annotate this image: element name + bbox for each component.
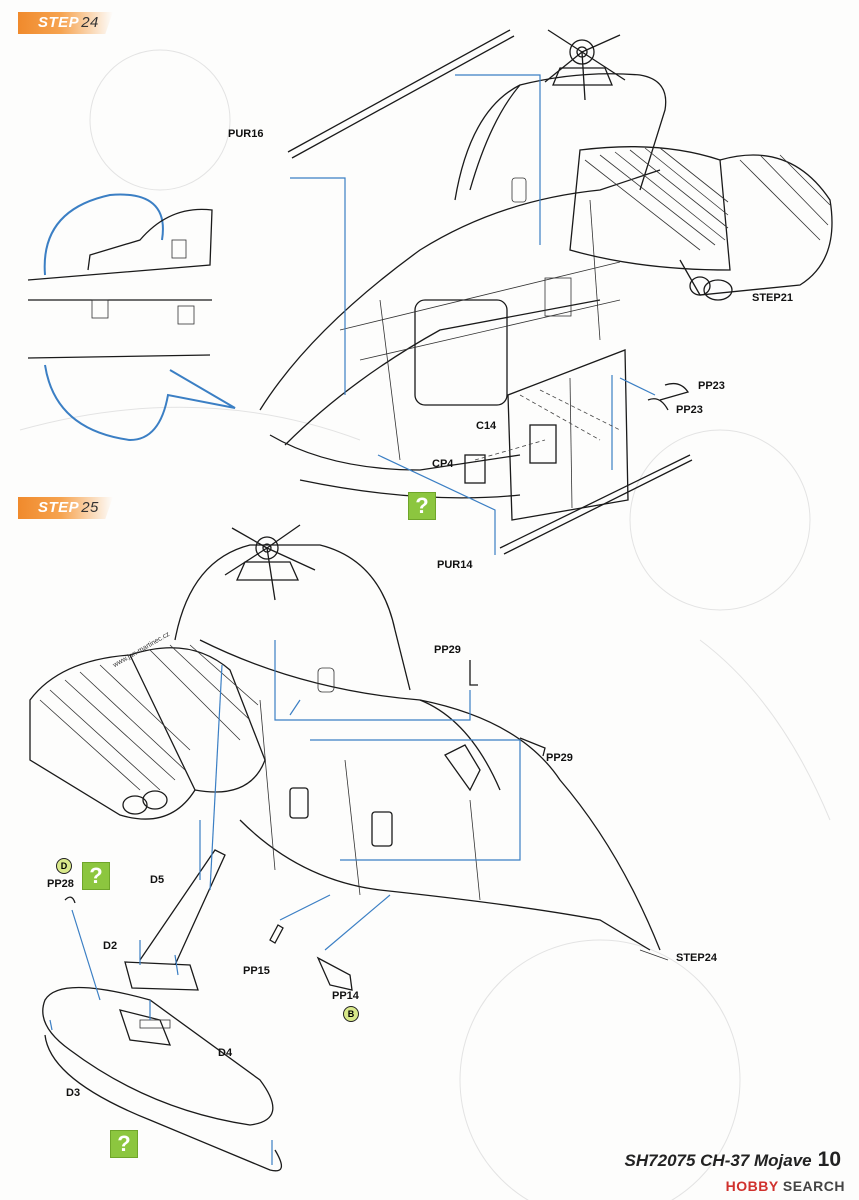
help-icon-pp28[interactable]: ? — [82, 862, 110, 890]
page-footer: SH72075 CH-37 Mojave 10 — [625, 1148, 841, 1172]
label-d3: D3 — [66, 1087, 81, 1099]
site-watermark-suffix: SEARCH — [782, 1178, 845, 1194]
step25-arrows — [49, 640, 669, 1165]
step25-rotor-hub — [224, 524, 316, 601]
step25-fuselage — [174, 544, 661, 951]
step24-number: 24 — [81, 14, 99, 31]
label-pp23-b: PP23 — [676, 404, 703, 416]
step24-door-panel — [464, 349, 629, 521]
help-icon-step24[interactable]: ? — [408, 492, 436, 520]
label-c14: C14 — [476, 420, 497, 432]
footer-title: SH72075 CH-37 Mojave — [624, 1151, 812, 1170]
label-d2: D2 — [103, 940, 118, 952]
site-watermark: HOBBY SEARCH — [726, 1178, 845, 1194]
step24-detail-callout — [27, 193, 236, 442]
step24-rods — [287, 29, 693, 555]
label-pp29-b: PP29 — [546, 752, 573, 764]
site-watermark-brand: HOBBY — [725, 1178, 779, 1194]
label-d5: D5 — [150, 874, 165, 886]
label-pp23-a: PP23 — [698, 380, 725, 392]
label-pp15: PP15 — [243, 965, 270, 977]
step24-rotor-hub — [544, 29, 626, 101]
step24-tag-word: STEP — [38, 14, 80, 31]
help-icon-step25[interactable]: ? — [110, 1130, 138, 1158]
paint-marker-d: D — [56, 858, 72, 874]
step25-number: 25 — [81, 499, 99, 516]
label-pp29-a: PP29 — [434, 644, 461, 656]
label-cp4: CP4 — [432, 458, 454, 470]
label-step24: STEP24 — [676, 952, 717, 964]
step25-tag-word: STEP — [38, 499, 80, 516]
label-d4: D4 — [218, 1047, 233, 1059]
page-number: 10 — [817, 1148, 841, 1171]
label-pp14: PP14 — [332, 990, 359, 1002]
paint-marker-b: B — [343, 1006, 359, 1022]
step24-engine-nacelle — [569, 146, 833, 301]
step25-float-parts — [42, 660, 546, 1172]
step25-engine-nacelle — [29, 644, 266, 820]
step24-arrows — [290, 74, 656, 555]
label-pur16: PUR16 — [228, 128, 264, 140]
background-ghost-art — [19, 49, 831, 1200]
step24-fuselage — [259, 73, 667, 499]
label-pp28: PP28 — [47, 878, 74, 890]
label-step21: STEP21 — [752, 292, 793, 304]
label-pur14: PUR14 — [437, 559, 473, 571]
